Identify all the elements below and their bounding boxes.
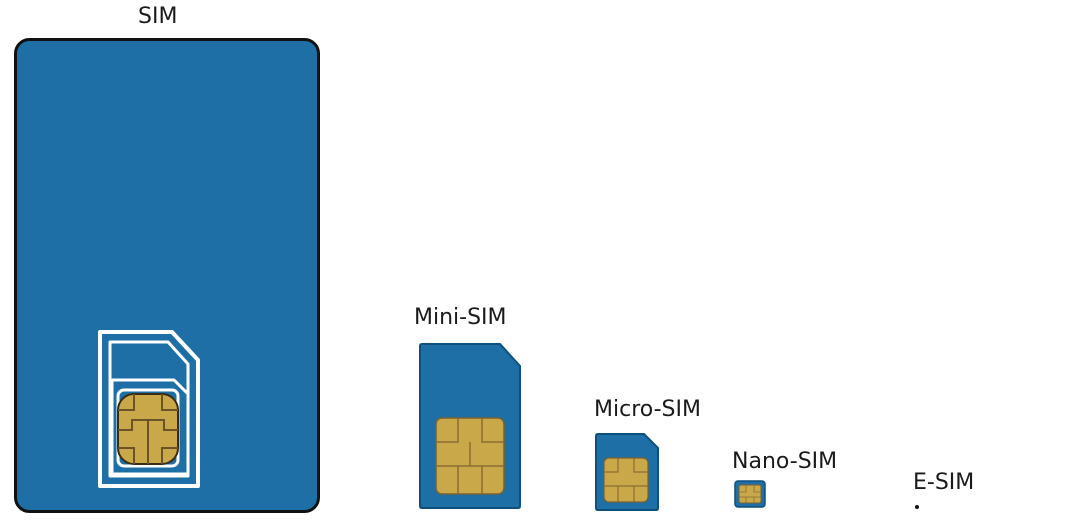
e-sim-label: E-SIM bbox=[913, 470, 975, 495]
nano-sim-card bbox=[734, 480, 766, 508]
sim-label: SIM bbox=[138, 4, 178, 29]
full-sim-chip bbox=[117, 393, 179, 465]
nano-sim-label: Nano-SIM bbox=[732, 449, 838, 474]
micro-sim-chip bbox=[603, 457, 649, 503]
mini-sim-chip bbox=[435, 417, 505, 495]
mini-sim-label: Mini-SIM bbox=[414, 305, 507, 330]
micro-sim-label: Micro-SIM bbox=[594, 397, 701, 422]
full-sim-card bbox=[14, 38, 320, 513]
nano-sim-chip bbox=[738, 484, 762, 504]
micro-sim-card bbox=[595, 433, 659, 511]
e-sim-chip-dot bbox=[915, 505, 919, 509]
mini-sim-card bbox=[419, 343, 521, 509]
